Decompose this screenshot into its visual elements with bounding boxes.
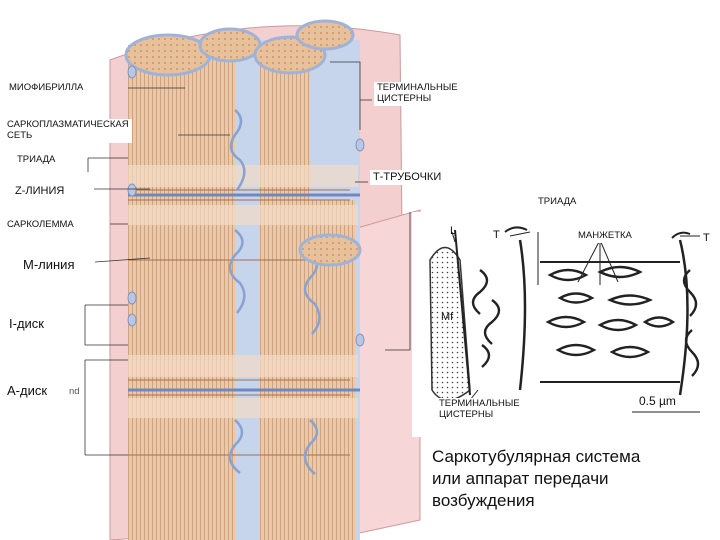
a-disc-label: А-диск	[4, 383, 51, 400]
inset-T-left-label: T	[493, 229, 500, 241]
inset-mf-label: Mf	[441, 311, 454, 323]
myofibril-label: МИОФИБРИЛЛА	[6, 82, 87, 95]
inset-T-right-label: T	[703, 232, 710, 244]
caption: Саркотубулярная система или аппарат пере…	[432, 447, 641, 511]
sarcolemma-dots	[127, 65, 365, 347]
z-line-label: Z-ЛИНИЯ	[12, 184, 68, 199]
t-tubules-label: Т-ТРУБОЧКИ	[370, 170, 445, 185]
terminal-cisterns-top-label: ТЕРМИНАЛЬНЫЕ ЦИСТЕРНЫ	[374, 82, 461, 106]
triad-right-label: ТРИАДА	[535, 196, 580, 209]
inset-L-label: L	[450, 225, 457, 237]
t-tubules	[128, 193, 360, 392]
triad-left-label: ТРИАДА	[14, 154, 59, 167]
sarcolemma-label: САРКОЛЕММА	[4, 219, 77, 232]
sr-label: САРКОПЛАЗМАТИЧЕСКАЯ СЕТЬ	[4, 119, 132, 143]
m-line-label: M-линия	[20, 257, 78, 274]
leader-lines	[84, 61, 411, 456]
fibril-ends	[124, 19, 362, 267]
scale-bar-label: 0.5 µm	[639, 394, 676, 408]
sarcolemma-wall-right	[349, 209, 421, 536]
i-disc-label: I-диск	[6, 316, 47, 333]
sr-tubules	[228, 109, 321, 475]
band-fragment-label: nd	[66, 386, 83, 399]
terminal-cisterns-bottom-label: ТЕРМИНАЛЬНЫЕ ЦИСТЕРНЫ	[436, 398, 523, 422]
cuff-label: МАНЖЕТКА	[575, 230, 635, 243]
